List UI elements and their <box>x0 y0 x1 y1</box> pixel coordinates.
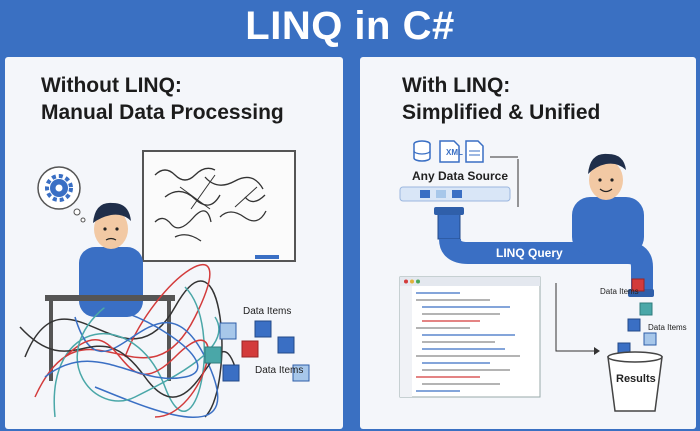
gear-icon <box>45 174 73 202</box>
data-items-label: Data Items <box>600 287 639 296</box>
without-linq-heading: Without LINQ: Manual Data Processing <box>41 72 284 126</box>
data-items-label: Data Items <box>243 306 292 317</box>
results-label: Results <box>616 373 656 385</box>
xml-icon-text: XML <box>446 148 463 157</box>
linq-query-label: LINQ Query <box>496 246 563 260</box>
result-data-cubes <box>617 278 657 356</box>
data-items-label: Data Items <box>255 365 304 376</box>
desk <box>45 295 175 381</box>
data-source-bar <box>399 186 511 202</box>
data-item-cubes <box>204 320 310 382</box>
linq-flow-illustration <box>399 140 663 412</box>
page-title: LINQ in C# <box>245 4 455 48</box>
heading-line-1: With LINQ: <box>402 74 511 97</box>
whiteboard <box>142 150 296 262</box>
heading-line-1: Without LINQ: <box>41 74 182 97</box>
heading-line-2: Simplified & Unified <box>402 101 601 124</box>
document-icon <box>465 140 484 163</box>
results-bin <box>607 351 663 412</box>
data-items-label: Data Items <box>648 323 687 332</box>
database-icon <box>413 140 431 162</box>
data-source-label: Any Data Source <box>412 169 509 183</box>
heading-line-2: Manual Data Processing <box>41 101 284 124</box>
happy-person <box>572 153 644 255</box>
thought-bubble <box>37 166 86 223</box>
with-linq-heading: With LINQ: Simplified & Unified <box>402 72 600 126</box>
flow-arrow <box>555 283 598 352</box>
without-linq-panel: Without LINQ: Manual Data Processing <box>5 57 343 429</box>
with-linq-panel: With LINQ: Simplified & Unified <box>360 57 696 429</box>
manual-processing-illustration <box>19 150 310 419</box>
xml-file-icon <box>439 140 460 163</box>
code-editor <box>399 276 541 398</box>
